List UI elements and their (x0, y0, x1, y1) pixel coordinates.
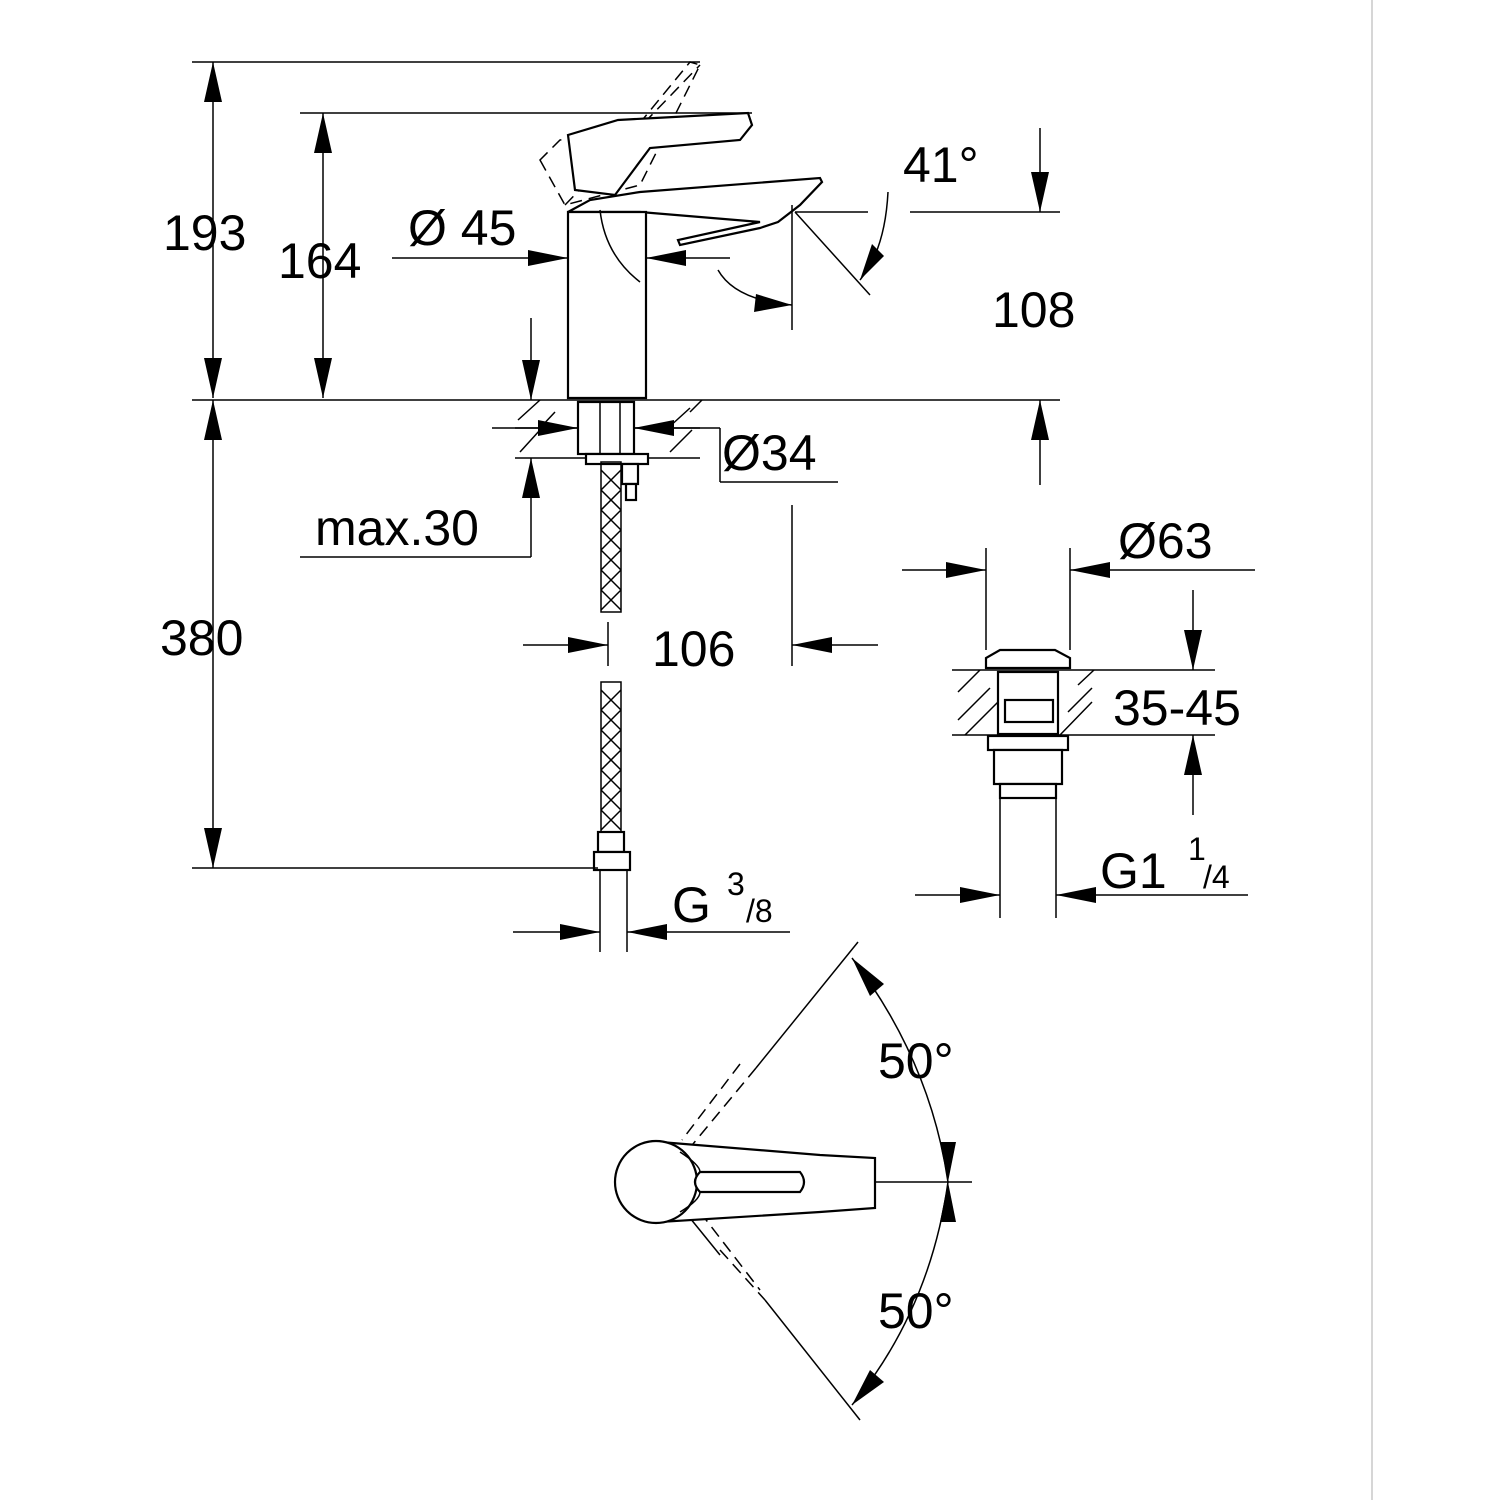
deck-section (515, 399, 703, 502)
label-108: 108 (992, 282, 1075, 338)
label-g38-den: /8 (746, 893, 773, 929)
dim-41deg (717, 128, 1060, 330)
dim-35-45 (1100, 590, 1215, 815)
label-g38-num: 3 (727, 866, 745, 902)
label-193: 193 (163, 205, 246, 261)
label-50deg-top: 50° (878, 1033, 954, 1089)
waste-fitting (952, 648, 1100, 918)
label-max30: max.30 (315, 500, 479, 556)
label-g114-main: G1 (1100, 843, 1167, 899)
label-d45: Ø 45 (408, 200, 516, 256)
dim-193 (192, 61, 700, 398)
label-41deg: 41° (903, 137, 979, 193)
label-164: 164 (278, 233, 361, 289)
dim-164 (300, 112, 752, 398)
dim-g114 (915, 887, 1248, 903)
dim-106 (523, 505, 878, 666)
label-50deg-bottom: 50° (878, 1283, 954, 1339)
dim-380 (192, 400, 598, 869)
label-380: 380 (160, 610, 243, 666)
dim-max30 (300, 318, 540, 558)
dim-g38 (513, 924, 790, 940)
label-35-45: 35-45 (1113, 680, 1241, 736)
faucet-side-view (539, 61, 824, 400)
dim-d45 (392, 250, 730, 266)
dim-d34 (492, 420, 838, 483)
flex-hose (592, 461, 632, 952)
label-d63: Ø63 (1118, 513, 1213, 569)
label-d34: Ø34 (722, 425, 817, 481)
dim-50deg-arcs (851, 957, 956, 1406)
label-g38-main: G (672, 877, 711, 933)
faucet-top-view (613, 941, 972, 1421)
dim-108 (1031, 400, 1049, 485)
label-g114-num: 1 (1188, 831, 1206, 867)
label-106: 106 (652, 621, 735, 677)
dim-d63 (902, 548, 1255, 650)
label-g114-den: /4 (1203, 859, 1230, 895)
